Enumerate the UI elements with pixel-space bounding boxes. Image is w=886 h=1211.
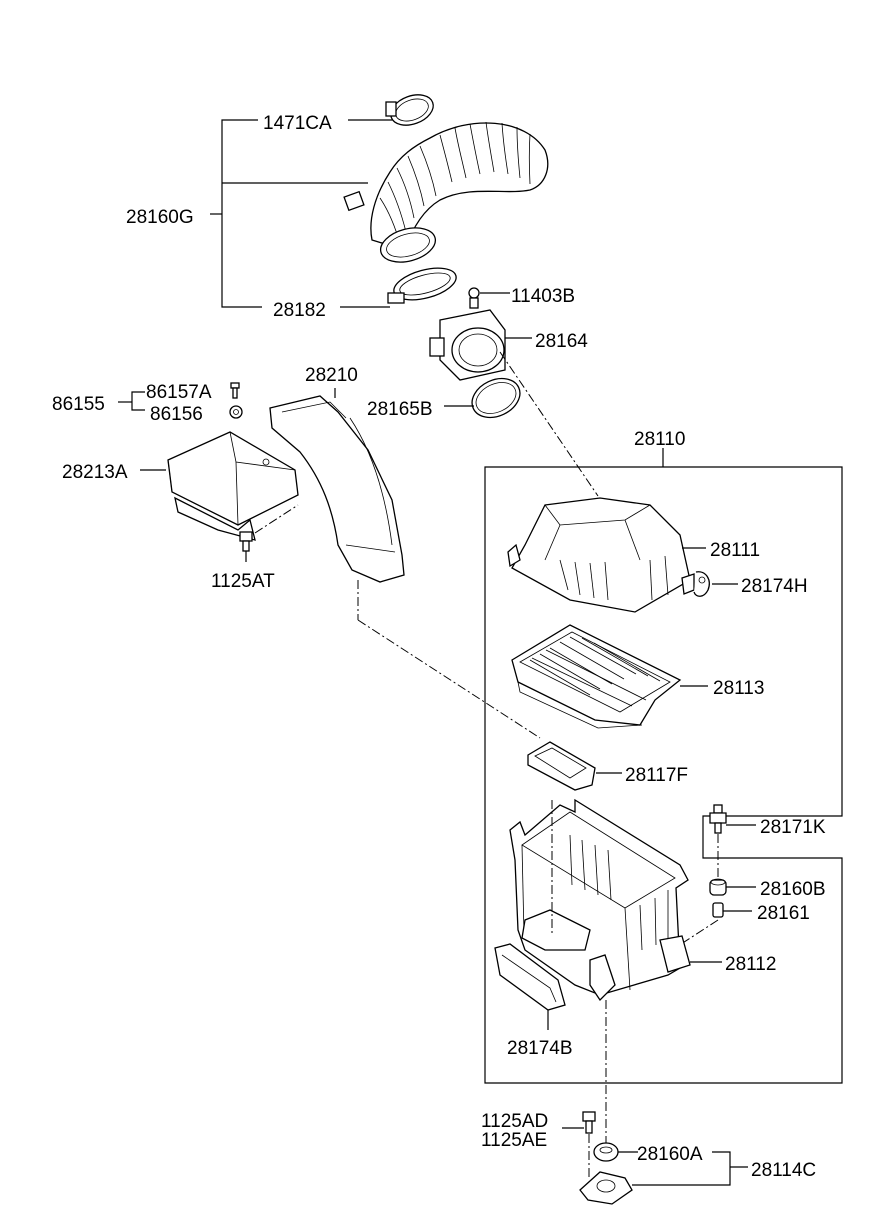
label-28160G: 28160G <box>126 207 194 228</box>
intake-hose-group <box>210 94 599 497</box>
label-11403B: 11403B <box>511 286 575 307</box>
air-cleaner-cover <box>507 497 695 613</box>
label-28114C: 28114C <box>751 1160 816 1181</box>
label-28112: 28112 <box>725 954 776 975</box>
bolt-1125AT <box>239 531 253 562</box>
label-28174H: 28174H <box>741 576 808 597</box>
bolt-28171K <box>709 804 727 834</box>
bolt-11403B <box>468 287 480 309</box>
label-28174B: 28174B <box>507 1038 573 1059</box>
intake-hose <box>343 121 549 263</box>
air-cleaner-case <box>509 798 691 1002</box>
bolt-86157A <box>230 382 240 399</box>
cover-28174B <box>494 943 566 1011</box>
label-86156: 86156 <box>150 404 203 425</box>
hose-clamp-bottom <box>387 267 457 304</box>
grommet-28160B <box>709 878 727 896</box>
label-28165B: 28165B <box>367 399 433 420</box>
label-28182: 28182 <box>273 300 326 321</box>
label-28113: 28113 <box>713 678 764 699</box>
clip-86156 <box>229 405 243 419</box>
label-28110: 28110 <box>634 429 685 450</box>
air-filter <box>511 624 682 729</box>
bolt-1125AD <box>582 1111 596 1134</box>
hose-clamp-top <box>385 94 434 126</box>
label-1125AT: 1125AT <box>211 571 275 592</box>
label-1125AD: 1125AD <box>481 1111 548 1132</box>
resonator <box>167 431 299 541</box>
label-28164: 28164 <box>535 331 588 352</box>
label-28160B: 28160B <box>760 879 826 900</box>
seal-28117F <box>527 741 596 791</box>
grommet-28160A <box>593 1142 619 1162</box>
o-ring <box>471 377 521 419</box>
label-28117F: 28117F <box>625 765 688 786</box>
label-28210: 28210 <box>305 365 358 386</box>
label-28160A: 28160A <box>637 1144 703 1165</box>
label-86155: 86155 <box>52 394 105 415</box>
air-flow-sensor <box>429 309 506 381</box>
bracket-28114C <box>579 1171 633 1205</box>
label-28161: 28161 <box>757 903 810 924</box>
bushing-28161 <box>712 902 724 918</box>
assembly-frame <box>484 466 843 1084</box>
label-86157A: 86157A <box>146 382 212 403</box>
label-1125AE: 1125AE <box>481 1130 547 1151</box>
clip-28174H <box>693 571 710 597</box>
duct-group <box>118 382 541 739</box>
label-28171K: 28171K <box>760 817 826 838</box>
label-28213A: 28213A <box>62 462 128 483</box>
label-28111: 28111 <box>710 540 760 561</box>
label-1471CA: 1471CA <box>263 113 332 134</box>
